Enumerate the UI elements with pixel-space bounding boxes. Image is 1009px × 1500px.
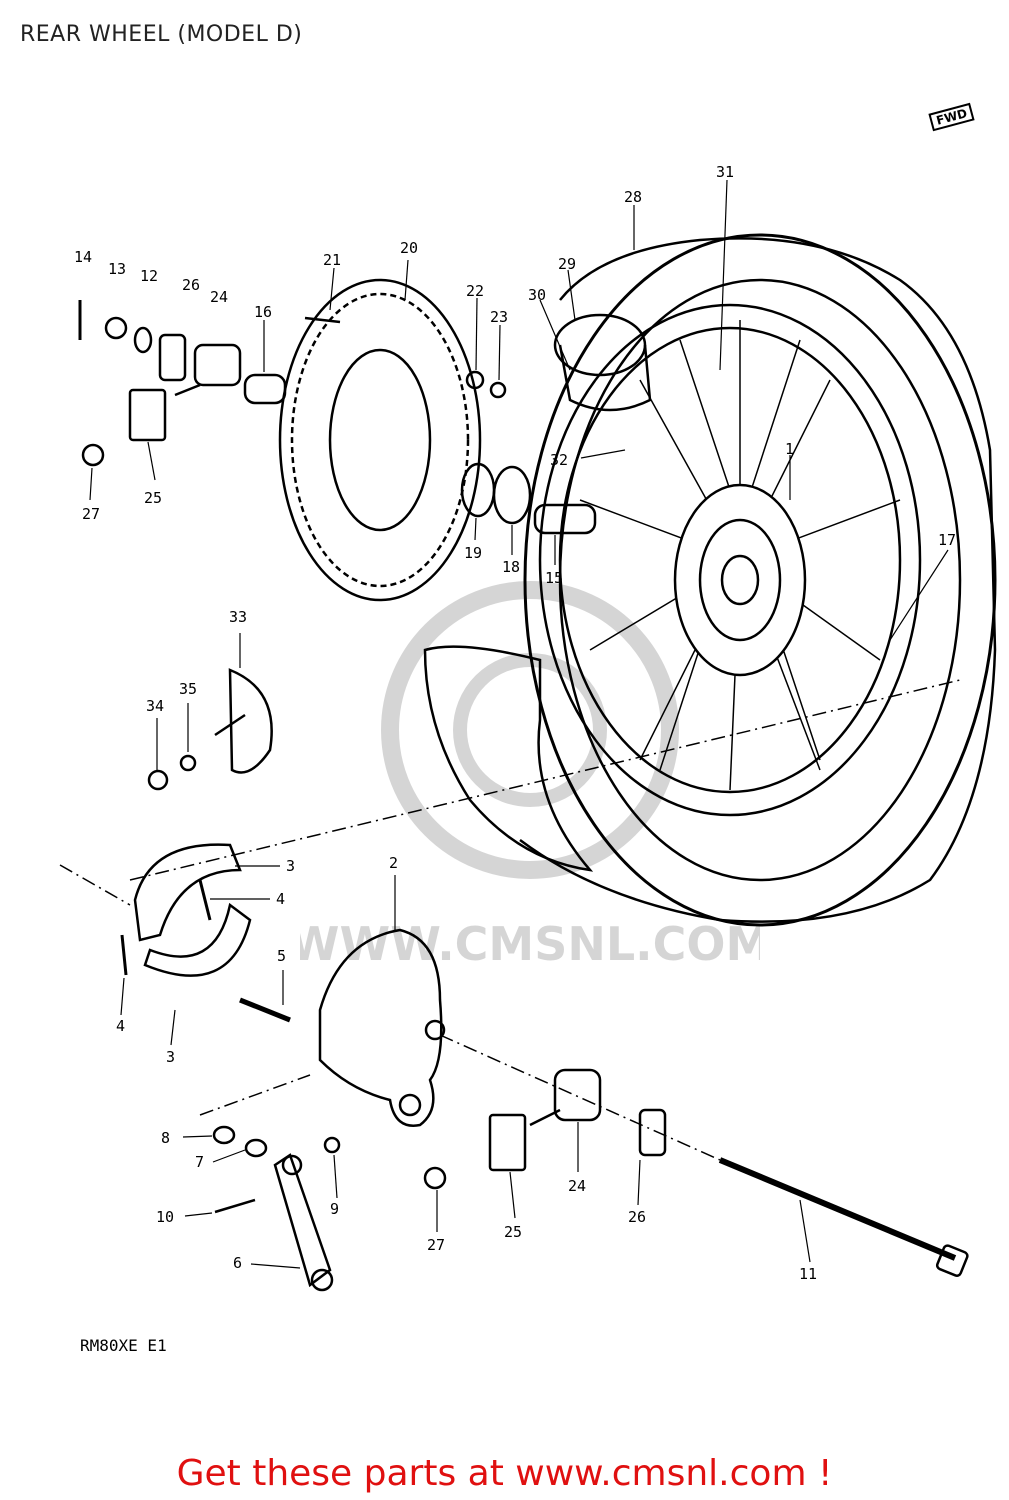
callout-14: 14	[74, 248, 92, 266]
brake-cam-lever	[273, 1153, 334, 1292]
air-valve	[239, 997, 291, 1023]
leader-lines	[89, 179, 949, 1269]
lever-bolt	[214, 1198, 256, 1214]
callout-5: 5	[277, 947, 286, 965]
rim-lock-washer	[179, 754, 197, 772]
page-title: REAR WHEEL (MODEL D)	[20, 22, 303, 47]
callout-31: 31	[716, 163, 734, 181]
callout-25: 25	[144, 489, 162, 507]
callout-17: 17	[938, 531, 956, 549]
callout-2: 2	[389, 854, 398, 872]
callout-12: 12	[140, 267, 158, 285]
callout-4: 4	[276, 890, 285, 908]
o-ring	[212, 1125, 236, 1145]
exploded-parts-diagram: 14 13 12 26 24 16 21 20 22 23 30 29 28 3…	[59, 163, 997, 1292]
callout-13: 13	[108, 260, 126, 278]
callout-27: 27	[82, 505, 100, 523]
callout-30: 30	[528, 286, 546, 304]
callout-11: 11	[799, 1265, 817, 1283]
callout-26: 26	[182, 276, 200, 294]
callout-22: 22	[466, 282, 484, 300]
callout-26: 26	[628, 1208, 646, 1226]
callout-1: 1	[785, 440, 794, 458]
callout-7: 7	[195, 1153, 204, 1171]
callout-27: 27	[427, 1236, 445, 1254]
callout-20: 20	[400, 239, 418, 257]
brake-panel	[318, 928, 446, 1127]
callout-3: 3	[286, 857, 295, 875]
brake-shoes	[120, 843, 252, 977]
rim	[538, 303, 922, 817]
rear-axle	[718, 1157, 969, 1277]
callout-21: 21	[323, 251, 341, 269]
rim-lock	[228, 668, 273, 774]
callout-9: 9	[330, 1200, 339, 1218]
callout-8: 8	[161, 1129, 170, 1147]
rim-lock-nut	[147, 769, 169, 791]
callout-24: 24	[568, 1177, 586, 1195]
rear-sprocket	[278, 278, 482, 602]
collar	[243, 373, 287, 405]
bearing	[492, 465, 532, 525]
chain-adjuster-right	[423, 1068, 667, 1190]
callout-10: 10	[156, 1208, 174, 1226]
watermark-text: WWW.CMSNL.COM	[300, 917, 760, 971]
callout-28: 28	[624, 188, 642, 206]
chain-adjuster-left	[78, 300, 242, 467]
lever-nut	[323, 1136, 341, 1154]
washer	[244, 1138, 268, 1158]
tube-rim-band	[553, 313, 652, 412]
callout-23: 23	[490, 308, 508, 326]
alignment-lines	[59, 679, 961, 1161]
callout-15: 15	[545, 569, 563, 587]
rim-lock-stem	[214, 713, 246, 737]
callout-34: 34	[146, 697, 164, 715]
callout-18: 18	[502, 558, 520, 576]
sprocket-bolt	[304, 316, 341, 324]
callout-4: 4	[116, 1017, 125, 1035]
sprocket-washer	[465, 370, 485, 390]
sprocket-nut	[489, 381, 507, 399]
callout-16: 16	[254, 303, 272, 321]
callout-33: 33	[229, 608, 247, 626]
footer-link[interactable]: Get these parts at www.cmsnl.com !	[176, 1453, 833, 1494]
model-code-label: RM80XE E1	[80, 1336, 167, 1355]
callout-19: 19	[464, 544, 482, 562]
callout-29: 29	[558, 255, 576, 273]
callout-25: 25	[504, 1223, 522, 1241]
callout-32: 32	[550, 451, 568, 469]
callout-6: 6	[233, 1254, 242, 1272]
spacer	[533, 503, 597, 535]
callout-24: 24	[210, 288, 228, 306]
hub	[673, 483, 807, 677]
callout-35: 35	[179, 680, 197, 698]
callout-3: 3	[166, 1048, 175, 1066]
